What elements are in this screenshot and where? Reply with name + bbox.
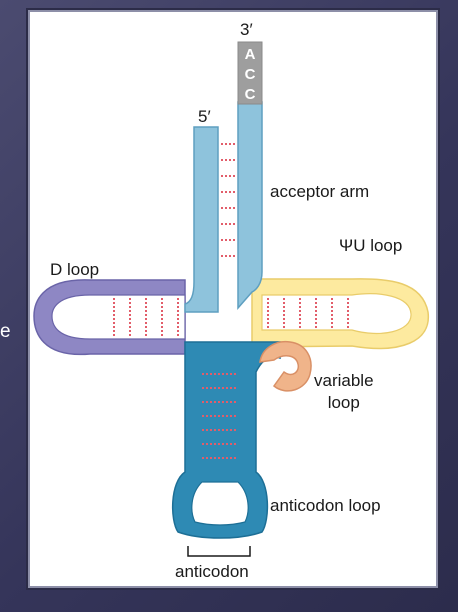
trna-structure-svg — [33, 41, 429, 557]
acc-letter-a: A — [244, 46, 256, 63]
five-prime-label: 5′ — [198, 107, 211, 126]
acc-letter-c2: C — [244, 86, 256, 103]
d-loop-label: D loop — [50, 260, 100, 279]
three-prime-label: 3′ — [240, 20, 253, 39]
psi-u-base-pairs — [267, 298, 349, 328]
trna-diagram-panel: A C C 3′ 5′ acceptor arm ΨU loop D loop … — [30, 12, 436, 586]
variable-loop — [259, 340, 312, 392]
anticodon-base-pairs — [202, 373, 238, 459]
anticodon-bracket — [187, 546, 251, 557]
acc-tail — [237, 41, 263, 105]
acceptor-arm-label: acceptor arm — [270, 182, 370, 201]
psi-u-loop-label: ΨU loop — [339, 236, 403, 255]
slide-edge-text: e — [0, 322, 11, 341]
acc-letter-c1: C — [244, 66, 256, 83]
variable-loop-label: variable loop — [314, 371, 374, 412]
d-loop-hole — [51, 294, 186, 340]
anticodon-loop-hole — [191, 481, 249, 526]
anticodon-loop-label: anticodon loop — [270, 496, 381, 515]
acceptor-base-pairs — [221, 143, 235, 257]
acceptor-arm-3prime-strand — [237, 101, 263, 310]
anticodon-label: anticodon — [175, 562, 249, 581]
acceptor-arm — [184, 126, 219, 313]
